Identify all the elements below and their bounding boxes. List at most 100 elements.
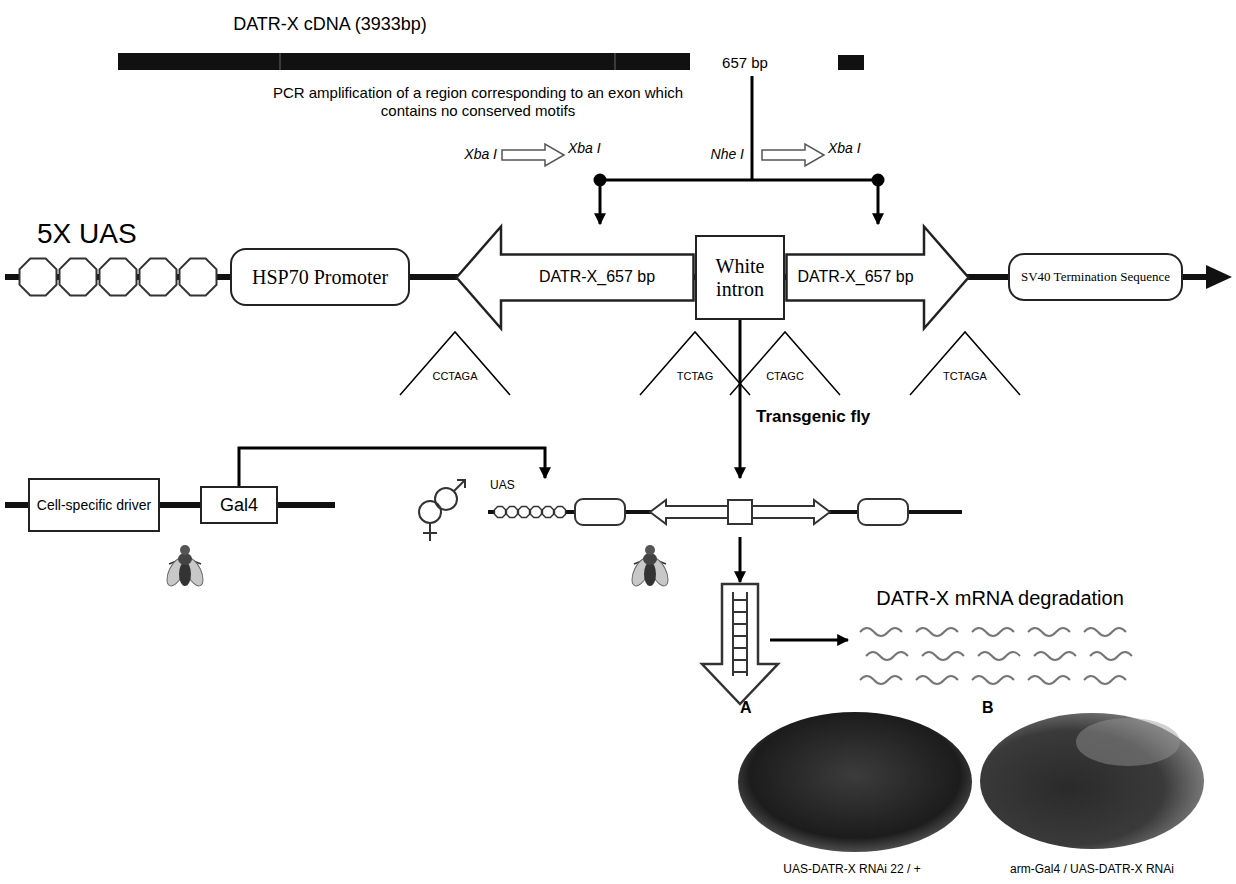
cdna-bar	[838, 55, 864, 70]
cross-symbol	[454, 480, 465, 491]
primer-arrow	[502, 144, 564, 166]
fragment-leader	[595, 175, 605, 185]
uas-octagon	[60, 259, 97, 296]
mrna-fragments	[866, 652, 1132, 660]
processing-arrow	[732, 592, 734, 676]
primer-arrow	[762, 144, 824, 166]
site-sequence: CCTAGA	[432, 370, 477, 383]
primer-arrow	[502, 144, 824, 166]
cross-symbol	[435, 488, 457, 510]
uas-octagon	[180, 259, 217, 296]
fly-icon	[628, 545, 671, 589]
processing-arrow	[733, 671, 747, 673]
cdna-bar	[118, 53, 690, 70]
mini-construct	[494, 506, 565, 517]
panel-letter: A	[740, 698, 752, 717]
restriction-site: Xba I	[828, 140, 861, 157]
processing-arrow	[733, 635, 747, 637]
uas-repeat-group: 5X UAS	[15, 216, 225, 304]
processing-arrow	[733, 592, 747, 676]
connector-arrow	[739, 320, 742, 478]
node-text: DATR-X_657 bp	[539, 268, 655, 286]
intron-box: White intron	[695, 235, 785, 320]
fly-icon	[163, 545, 671, 589]
uas-construct: UAS	[488, 478, 964, 536]
gal4-box: Gal4	[200, 486, 278, 524]
node-text: UAS	[490, 479, 964, 493]
restriction-site: Xba I	[464, 146, 497, 163]
cdna-bar	[280, 53, 281, 70]
mini-construct	[518, 506, 529, 517]
fragment-leader	[600, 179, 878, 182]
fragment-leader	[873, 175, 883, 185]
construct-backbone	[1206, 265, 1232, 289]
fragment-leader	[599, 185, 602, 224]
processing-arrow	[746, 592, 748, 676]
mini-construct	[858, 499, 908, 525]
uas-octagon	[20, 259, 57, 296]
embryo-image	[738, 712, 972, 852]
node-text: Cell-specific driver	[37, 497, 151, 513]
embryo-image	[738, 712, 1204, 852]
embryo-image	[980, 713, 1204, 849]
driver-box: Cell-specific driver	[28, 478, 160, 532]
node-text: 5X UAS	[37, 218, 225, 250]
mrna-fragments	[860, 628, 1126, 636]
mini-construct	[752, 500, 830, 524]
processing-arrow	[702, 537, 848, 704]
mini-construct	[728, 500, 752, 524]
inverted-repeat-arrow: DATR-X_657 bp	[785, 225, 970, 330]
restriction-site-bracket	[400, 332, 510, 395]
processing-arrow	[739, 537, 742, 582]
mini-construct	[575, 499, 625, 525]
node-text: White intron	[701, 255, 779, 301]
fragment-leader	[877, 185, 880, 224]
node-text: Gal4	[220, 495, 258, 516]
mrna-fragments	[860, 628, 1132, 684]
processing-arrow	[702, 584, 778, 704]
panel-caption: UAS-DATR-X RNAi 22 / +	[783, 862, 920, 876]
uas-octagon	[20, 259, 217, 296]
processing-arrow	[770, 639, 848, 642]
uas-octagon	[100, 259, 137, 296]
arrow-outline	[457, 227, 694, 329]
panel-caption: arm-Gal4 / UAS-DATR-X RNAi	[1010, 862, 1174, 876]
mini-construct	[506, 506, 517, 517]
mini-construct	[530, 506, 541, 517]
processing-arrow	[733, 599, 747, 601]
mini-construct	[575, 499, 908, 525]
node-text: SV40 Termination Sequence	[1021, 270, 1170, 285]
mini-construct	[488, 499, 962, 525]
node-text: DATR-X_657 bp	[797, 268, 913, 286]
cdna-bar	[615, 53, 616, 70]
process-label: DATR-X mRNA degradation	[876, 586, 1124, 610]
restriction-site: Nhe I	[711, 146, 744, 163]
mini-construct	[494, 506, 505, 517]
processing-arrow	[733, 647, 747, 649]
mini-construct	[542, 506, 553, 517]
arrow-outline	[787, 227, 969, 329]
edge-label: Transgenic fly	[754, 407, 872, 427]
processing-arrow	[733, 659, 747, 661]
site-sequence: TCTAG	[677, 370, 713, 383]
uas-octagon	[140, 259, 177, 296]
processing-arrow	[733, 611, 747, 613]
embryo-image	[1076, 718, 1180, 766]
restriction-site-bracket	[640, 332, 750, 395]
restriction-site-bracket	[730, 332, 840, 395]
promoter-box: HSP70 Promoter	[230, 248, 410, 306]
processing-arrow	[733, 623, 747, 625]
restriction-site-bracket	[910, 332, 1020, 395]
terminator-box: SV40 Termination Sequence	[1008, 253, 1183, 301]
fragment-leader	[751, 76, 754, 180]
site-sequence: CTAGC	[766, 370, 804, 383]
fragment-size: 657 bp	[722, 54, 768, 72]
restriction-site: Xba I	[568, 140, 601, 157]
site-sequence: TCTAGA	[943, 370, 987, 383]
node-text: HSP70 Promoter	[252, 266, 388, 289]
panel-letter: B	[982, 698, 994, 717]
inverted-repeat-arrow: DATR-X_657 bp	[455, 225, 695, 330]
